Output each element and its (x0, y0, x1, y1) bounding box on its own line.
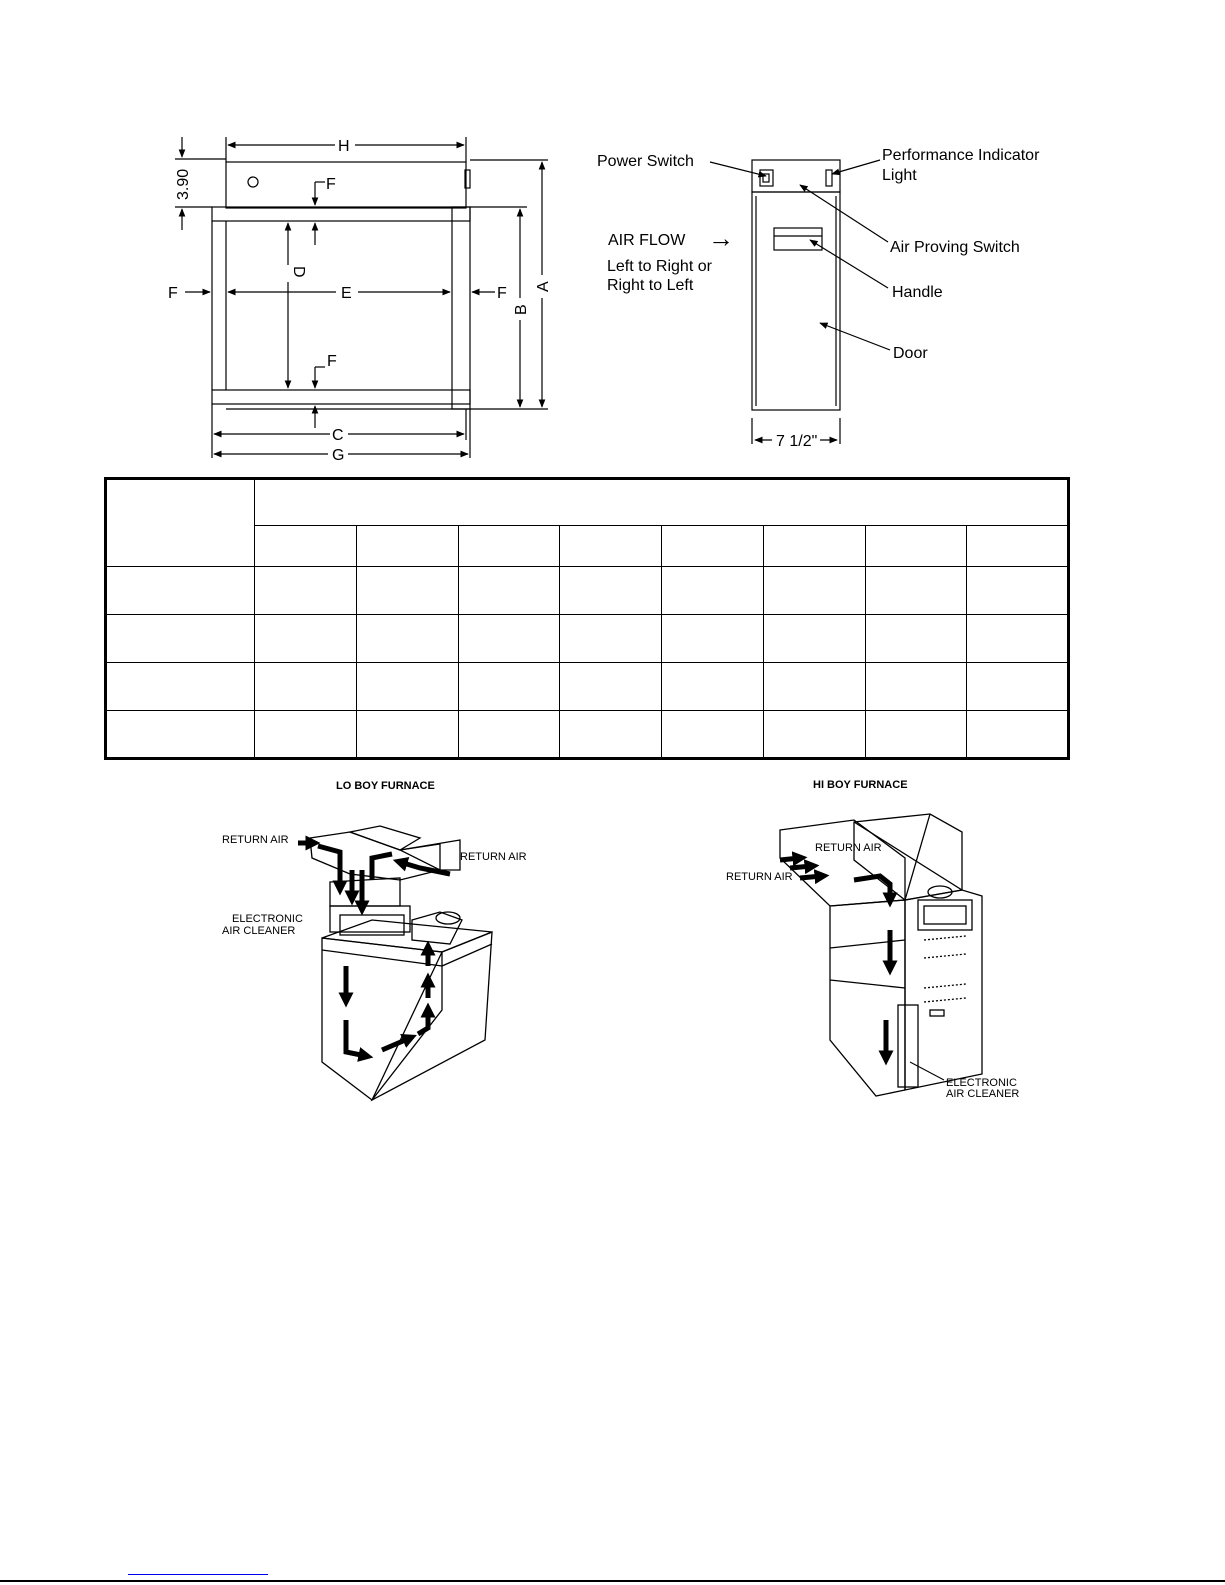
table-row (105, 710, 1069, 759)
table-cell (105, 614, 255, 663)
label-performance-indicator-light: Light (882, 167, 917, 184)
table-cell (457, 662, 561, 711)
table-cell (762, 566, 866, 615)
lo-boy-return-air-right: RETURN AIR (460, 851, 527, 863)
dim-label-f-right: F (497, 285, 507, 302)
table-cell (661, 566, 764, 615)
table-cell (355, 525, 459, 567)
table-cell (966, 614, 1069, 663)
table-cell (864, 614, 968, 663)
hi-boy-illustration (779, 813, 983, 1097)
table-cell (254, 662, 357, 711)
lo-boy-title: LO BOY FURNACE (336, 780, 435, 792)
table-cell (661, 614, 764, 663)
table-cell (864, 525, 968, 567)
table-cell (661, 525, 764, 567)
dim-label-d: D (290, 266, 307, 278)
table-cell (966, 662, 1069, 711)
dim-label-e: E (341, 285, 352, 302)
dim-label-a: A (535, 281, 552, 292)
table-cell (355, 614, 459, 663)
lo-boy-cleaner-2: AIR CLEANER (222, 925, 295, 937)
table-cell (762, 662, 866, 711)
table-row (105, 614, 1069, 663)
lo-boy-airflow-arrows (298, 835, 451, 1062)
table-cell (105, 566, 255, 615)
label-air-flow: AIR FLOW (608, 232, 686, 249)
table-cell (457, 566, 561, 615)
table-row (105, 566, 1069, 615)
table-cell (762, 614, 866, 663)
table-header-dimensions (254, 478, 1069, 526)
table-cell (559, 710, 662, 759)
label-width: 7 1/2" (776, 433, 817, 450)
table-cell (966, 710, 1069, 759)
side-view-drawing (709, 159, 891, 444)
hi-boy-cleaner-leader (909, 1061, 945, 1081)
table-cell (355, 710, 459, 759)
table-cell (254, 710, 357, 759)
dimension-drawing (175, 137, 548, 458)
table-cell (457, 614, 561, 663)
table-cell (457, 710, 561, 759)
table-cell (559, 566, 662, 615)
table-cell (864, 710, 968, 759)
table-cell (762, 710, 866, 759)
hi-boy-airflow-arrows (779, 851, 898, 1066)
table-cell (355, 662, 459, 711)
dim-label-g: G (332, 447, 344, 464)
dim-label-h: H (338, 138, 350, 155)
lo-boy-cleaner-1: ELECTRONIC (232, 913, 303, 925)
label-door: Door (893, 345, 928, 362)
hi-boy-return-air-top: RETURN AIR (815, 842, 882, 854)
table-cell (661, 710, 764, 759)
label-performance-indicator: Performance Indicator (882, 147, 1040, 164)
table-row (106, 525, 1069, 567)
table-cell (105, 662, 255, 711)
table-row (105, 662, 1069, 711)
label-handle: Handle (892, 284, 943, 301)
hi-boy-cleaner-2: AIR CLEANER (946, 1088, 1019, 1100)
table-cell (661, 662, 764, 711)
label-air-proving-switch: Air Proving Switch (890, 239, 1020, 256)
label-power-switch: Power Switch (597, 153, 694, 170)
label-direction-2: Right to Left (607, 277, 694, 294)
lo-boy-illustration (309, 825, 493, 1102)
footer-rule (0, 1580, 1225, 1582)
hi-boy-cleaner-1: ELECTRONIC (946, 1077, 1017, 1089)
table-cell (559, 662, 662, 711)
dim-label-c: C (332, 427, 344, 444)
table-cell (457, 525, 561, 567)
table-cell (254, 525, 357, 567)
table-cell (105, 710, 255, 759)
dimensions-table (104, 477, 1070, 760)
table-cell (966, 566, 1069, 615)
table-cell (355, 566, 459, 615)
table-cell (864, 662, 968, 711)
hi-boy-title: HI BOY FURNACE (813, 779, 908, 791)
dim-label-top-height: 3.90 (175, 169, 192, 200)
table-cell (966, 525, 1069, 567)
table-cell (254, 614, 357, 663)
table-cell (762, 525, 866, 567)
table-cell (559, 525, 662, 567)
table-header-model (105, 478, 255, 567)
air-flow-arrow-icon: → (708, 223, 734, 253)
dim-label-f-bottom: F (327, 353, 337, 370)
dim-label-f-left: F (168, 285, 178, 302)
table-cell (864, 566, 968, 615)
lo-boy-return-air-left: RETURN AIR (222, 834, 289, 846)
dim-label-b: B (513, 304, 530, 315)
table-cell (254, 566, 357, 615)
footer-link[interactable] (128, 1562, 268, 1575)
table-cell (559, 614, 662, 663)
dim-label-f-top: F (326, 176, 336, 193)
label-direction-1: Left to Right or (607, 258, 713, 275)
table-row (105, 478, 1069, 567)
hi-boy-return-air-left: RETURN AIR (726, 871, 793, 883)
